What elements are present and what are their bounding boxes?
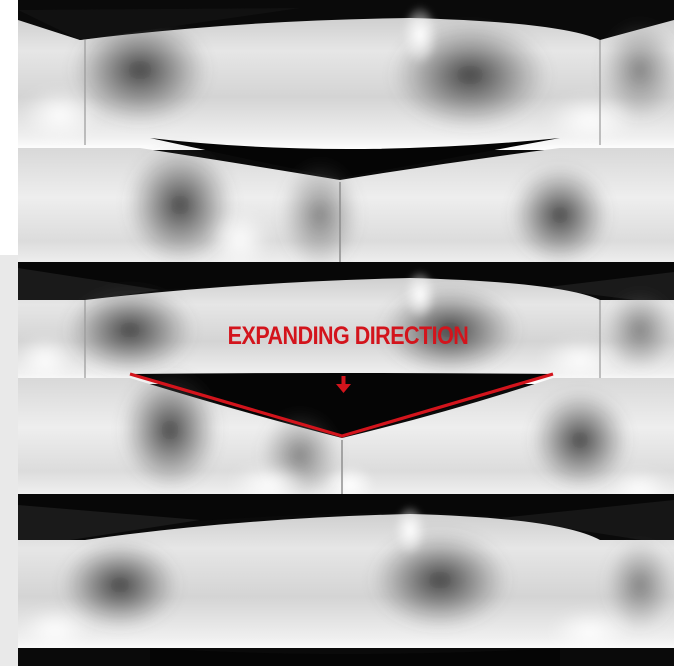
down-arrow-icon	[336, 376, 351, 393]
strand-row-2	[18, 145, 674, 272]
expanding-direction-label: EXPANDING DIRECTION	[227, 322, 469, 350]
strand-row-1	[18, 5, 674, 150]
strand-row-3	[18, 270, 674, 385]
left-margin-panel	[0, 255, 18, 666]
direction-chevron-line	[129, 372, 554, 438]
strand-row-5	[18, 505, 674, 654]
strand-row-4	[18, 370, 674, 510]
expanding-direction-indicator	[129, 372, 554, 438]
